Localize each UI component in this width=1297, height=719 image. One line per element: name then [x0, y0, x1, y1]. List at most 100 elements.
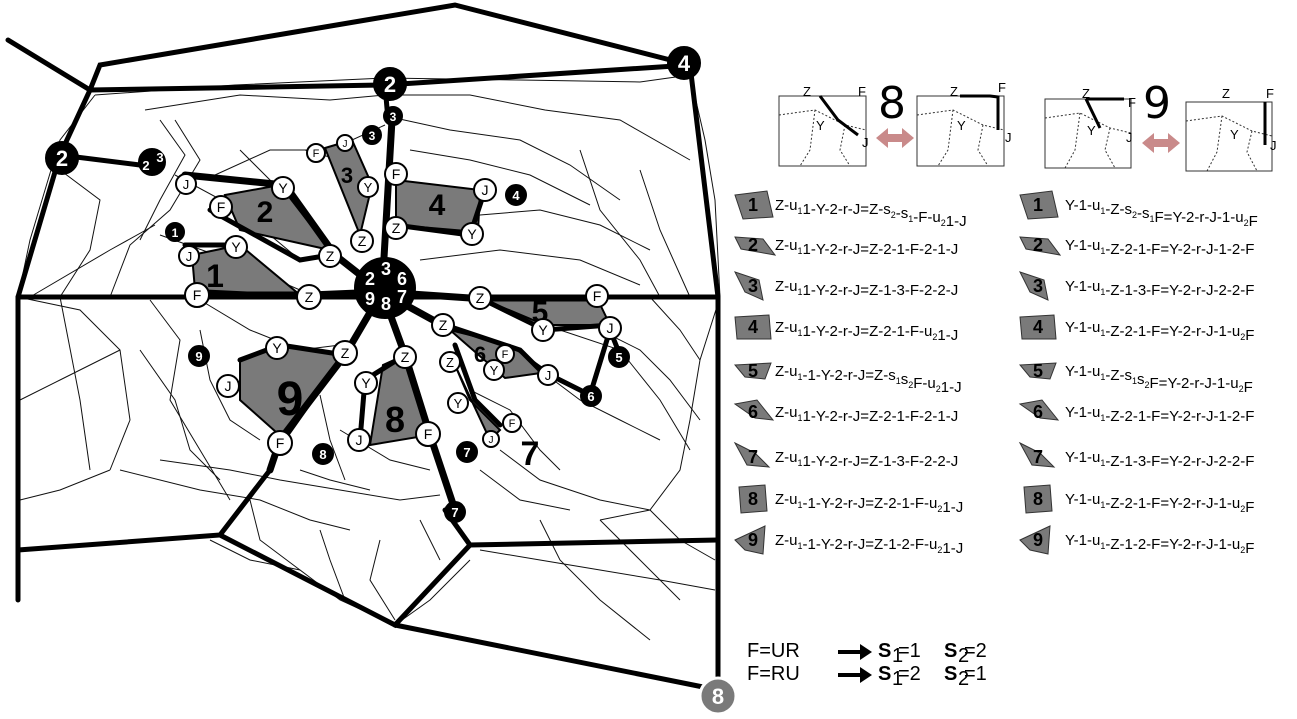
svg-text:Y: Y	[278, 180, 288, 196]
formula-right-5: Y-1-u1-Z-s1s2F=Y-2-r-J-1-u2F	[1065, 363, 1253, 396]
node-small-5: 5	[609, 347, 629, 367]
legend-row-1-arrow	[838, 644, 872, 660]
node-Y-c: Y	[358, 177, 378, 197]
node-small-3b: 3	[363, 126, 381, 144]
svg-text:J: J	[1126, 130, 1133, 145]
node-J-a: J	[176, 174, 196, 194]
node-small-4: 4	[506, 185, 526, 205]
node-outer-left: 2	[46, 142, 78, 174]
formula-list-right: 1Y-1-u1-Z-s2-s1F=Y-2-r-J-1-u2F2Y-1-u1-Z-…	[1020, 191, 1258, 557]
node-F-a: F	[210, 196, 232, 218]
svg-text:Z: Z	[401, 349, 410, 365]
formula-left-8: Z-u1-1-Y-2-r-J=Z-2-1-F-u21-J	[775, 491, 963, 516]
patch-number-2: 2	[257, 196, 274, 229]
formula-tag-right-8: 8	[1033, 489, 1043, 509]
svg-text:5: 5	[615, 350, 622, 365]
node-J-c: J	[337, 135, 353, 151]
formula-tag-right-6: 6	[1033, 402, 1043, 422]
formula-tag-left-6: 6	[748, 402, 758, 422]
formula-tag-right-3: 3	[1033, 276, 1043, 296]
formula-tag-left-7: 7	[748, 447, 758, 467]
svg-text:F: F	[858, 84, 866, 99]
node-Z-c: Z	[351, 230, 373, 252]
node-Y-f: Y	[484, 360, 504, 380]
svg-text:J: J	[1005, 130, 1012, 145]
formula-tag-left-5: 5	[748, 361, 758, 381]
node-outer-bottomright: 8	[700, 678, 736, 714]
svg-text:F: F	[313, 148, 320, 160]
node-Y-g: Y	[448, 393, 468, 413]
formula-tag-right-7: 7	[1033, 447, 1043, 467]
formula-tag-left-2: 2	[748, 235, 758, 255]
patch-number-6: 6	[474, 342, 486, 367]
cube-8-after: Z F Y J	[917, 80, 1012, 166]
svg-text:F: F	[392, 166, 401, 182]
svg-text:Y: Y	[454, 396, 463, 411]
svg-text:Z: Z	[392, 220, 401, 236]
node-F-b: F	[185, 283, 209, 307]
node-Z-h: Z	[394, 346, 416, 368]
legend-row-1-s1val: =1	[898, 640, 921, 662]
formula-left-2: Z-u11-Y-2-r-J=Z-2-1-F-2-1-J	[775, 237, 958, 258]
formula-left-4: Z-u11-Y-2-r-J=Z-2-1-F-u21-J	[775, 319, 958, 344]
svg-text:J: J	[356, 432, 363, 448]
svg-text:J: J	[862, 135, 869, 150]
double-arrow-8	[876, 128, 914, 148]
node-Y-i: Y	[266, 337, 288, 359]
svg-text:Y: Y	[1087, 123, 1096, 138]
svg-text:6: 6	[397, 269, 407, 289]
svg-text:Z: Z	[446, 355, 454, 370]
svg-text:3: 3	[390, 110, 397, 124]
svg-text:J: J	[343, 139, 348, 150]
svg-text:Z: Z	[439, 317, 448, 333]
node-J-i: J	[217, 375, 239, 397]
svg-text:J: J	[545, 368, 552, 383]
node-Y-h: Y	[355, 372, 377, 394]
formula-right-9: Y-1-u1-Z-1-2-F=Y-2-r-J-1-u2F	[1065, 532, 1254, 557]
svg-text:2: 2	[365, 269, 375, 289]
node-small-7b: 7	[445, 502, 465, 522]
svg-text:F: F	[193, 287, 202, 303]
svg-text:Z: Z	[341, 345, 350, 361]
svg-text:J: J	[489, 435, 494, 446]
node-outer-topright: 4	[668, 47, 700, 79]
legend-row-1-s1: S	[878, 640, 891, 662]
node-Y-b: Y	[225, 236, 247, 258]
node-center: 2 3 6 9 8 7	[355, 258, 415, 318]
legend-row-2-s2val: =1	[964, 663, 987, 685]
node-J-f: J	[538, 365, 558, 385]
svg-text:Y: Y	[361, 375, 371, 391]
svg-text:Y: Y	[364, 180, 373, 195]
patch-number-4: 4	[429, 189, 446, 222]
svg-text:7: 7	[397, 287, 407, 307]
formula-left-5: Z-u1-1-Y-2-r-J=Z-s1s2F-u21-J	[775, 363, 962, 396]
svg-text:Y: Y	[231, 239, 241, 255]
formula-tag-right-5: 5	[1033, 361, 1043, 381]
formula-left-3: Z-u11-Y-2-r-J=Z-1-3-F-2-2-J	[775, 278, 958, 299]
svg-text:J: J	[183, 177, 190, 192]
legend-row-2: F=RU S 1 =2 S 2 =1	[747, 663, 987, 690]
cube-9-before: Z F Y J	[1045, 86, 1136, 168]
cube-8-before: Z F Y J	[779, 84, 869, 166]
svg-text:Z: Z	[1222, 86, 1230, 101]
legend-row-1-lhs: F=UR	[747, 640, 800, 662]
node-Y-d: Y	[461, 223, 483, 245]
legend-row-2-s1val: =2	[898, 663, 921, 685]
svg-text:9: 9	[365, 289, 375, 309]
svg-text:Z: Z	[803, 84, 811, 99]
svg-text:F: F	[1266, 86, 1274, 101]
node-small-3a: 3	[384, 107, 402, 125]
node-Z-e: Z	[469, 287, 491, 309]
formula-left-6: Z-u11-Y-2-r-J=Z-2-1-F-2-1-J	[775, 404, 958, 425]
formula-left-1: Z-u11-Y-2-r-J=Z-s2-s1-F-u21-J	[775, 197, 967, 230]
svg-text:Z: Z	[305, 289, 314, 305]
svg-text:Y: Y	[467, 226, 477, 242]
node-small-1: 1	[166, 223, 184, 241]
formula-right-8: Y-1-u1-Z-2-1-F=Y-2-r-J-1-u2F	[1065, 491, 1254, 516]
legend-row-1-s2val: =2	[964, 640, 987, 662]
cube-pair-number-8: 8	[878, 78, 906, 129]
svg-text:F: F	[276, 435, 285, 451]
formula-right-3: Y-1-u1-Z-1-3-F=Y-2-r-J-2-2-F	[1065, 278, 1254, 299]
svg-text:Y: Y	[957, 118, 966, 133]
node-Z-i: Z	[333, 341, 357, 365]
